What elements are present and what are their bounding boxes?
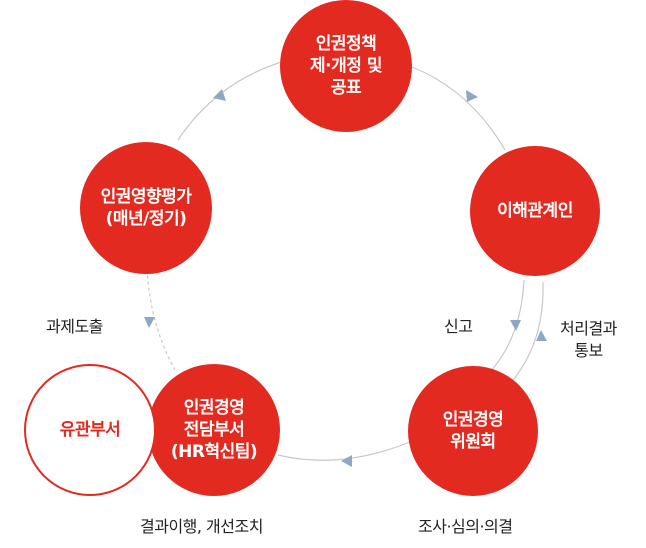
node-related-dept: 유관부서 — [24, 364, 156, 496]
node-hr-team-label: 인권경영 전담부서 (HR혁신팀) — [170, 398, 258, 462]
node-stakeholder-label: 이해관계인 — [497, 201, 573, 221]
link-policy-to-stakeholder — [411, 66, 506, 151]
edge-label-derive-tasks: 과제도출 — [46, 317, 103, 336]
node-committee: 인권경영 위원회 — [408, 366, 538, 496]
edge-label-report: 신고 — [444, 317, 473, 336]
link-assessment-to-policy — [177, 59, 289, 141]
arrow-to-stakeholder — [466, 90, 478, 102]
edge-label-investigate: 조사·심의·의결 — [418, 517, 513, 536]
link-committee-to-hr-team — [277, 441, 411, 461]
arrow-to-policy — [213, 89, 226, 101]
node-policy: 인권정책 제·개정 및 공표 — [280, 0, 412, 132]
node-policy-label: 인권정책 제·개정 및 공표 — [310, 34, 382, 98]
node-stakeholder: 이해관계인 — [470, 146, 600, 276]
node-assessment: 인권영향평가 (매년/정기) — [80, 142, 212, 274]
node-assessment-label: 인권영향평가 (매년/정기) — [100, 187, 192, 229]
arrow-notify-up — [536, 330, 547, 341]
edge-label-action: 결과이행, 개선조치 — [140, 517, 263, 536]
node-committee-label: 인권경영 위원회 — [442, 410, 504, 452]
arrow-to-related-dept — [144, 317, 155, 328]
edge-label-notify-result: 처리결과 통보 — [560, 319, 617, 360]
node-related-dept-label: 유관부서 — [59, 420, 121, 440]
node-hr-team: 인권경영 전담부서 (HR혁신팀) — [148, 364, 280, 496]
arrow-to-hr-team — [341, 455, 352, 467]
arrow-report-down — [510, 320, 521, 331]
